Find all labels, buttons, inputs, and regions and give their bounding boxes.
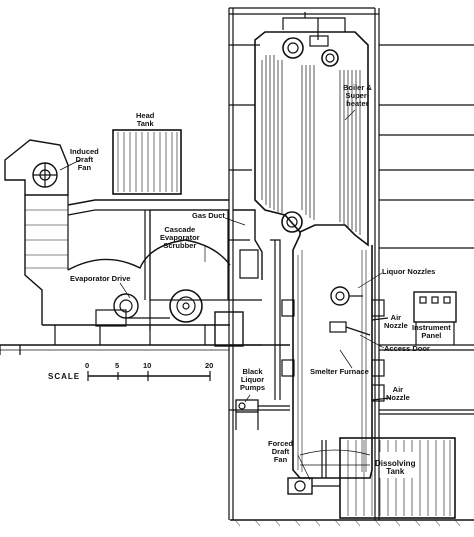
scale-tick-0: 0 (85, 361, 90, 370)
label-instrument-panel: Instrument Panel (412, 323, 451, 340)
label-boiler-superheater: Boiler & Super- heater (343, 83, 372, 108)
label-smelter-furnace: Smelter Furnace (310, 367, 369, 376)
scale-title: SCALE (48, 372, 81, 381)
label-dissolving-tank: Dissolving Tank (375, 459, 416, 476)
forced-draft-fan (287, 440, 340, 495)
black-liquor-pumps (235, 399, 290, 430)
label-forced-draft-fan: Forced Draft Fan (268, 439, 294, 464)
head-tank (112, 129, 182, 195)
label-cascade-scrubber: Cascade Evaporator Scrubber (160, 225, 200, 250)
scale-bar (87, 371, 211, 381)
instrument-panel (413, 291, 457, 345)
dissolving-tank (339, 437, 456, 519)
label-air-nozzle-lower: Air Nozzle (386, 385, 410, 402)
gas-duct (233, 209, 281, 400)
left-ducting (24, 195, 229, 325)
leader-lines (59, 109, 385, 481)
evaporator (42, 209, 244, 347)
label-liquor-nozzles: Liquor Nozzles (382, 267, 436, 276)
boiler-structure (228, 7, 474, 520)
label-black-liquor-pumps: Black Liquor Pumps (240, 367, 266, 392)
label-induced-draft-fan: Induced Draft Fan (70, 147, 99, 172)
label-head-tank: Head Tank (136, 111, 155, 128)
induced-draft-fan (4, 139, 69, 196)
scale-tick-10: 10 (143, 361, 152, 370)
ground-lines (0, 344, 474, 527)
scale-tick-20: 20 (205, 361, 214, 370)
label-gas-duct: Gas Duct (192, 211, 225, 220)
label-evaporator-drive: Evaporator Drive (70, 274, 131, 283)
scale-tick-5: 5 (115, 361, 120, 370)
label-air-nozzle-upper: Air Nozzle (384, 313, 408, 330)
label-access-door: Access Door (384, 344, 430, 353)
